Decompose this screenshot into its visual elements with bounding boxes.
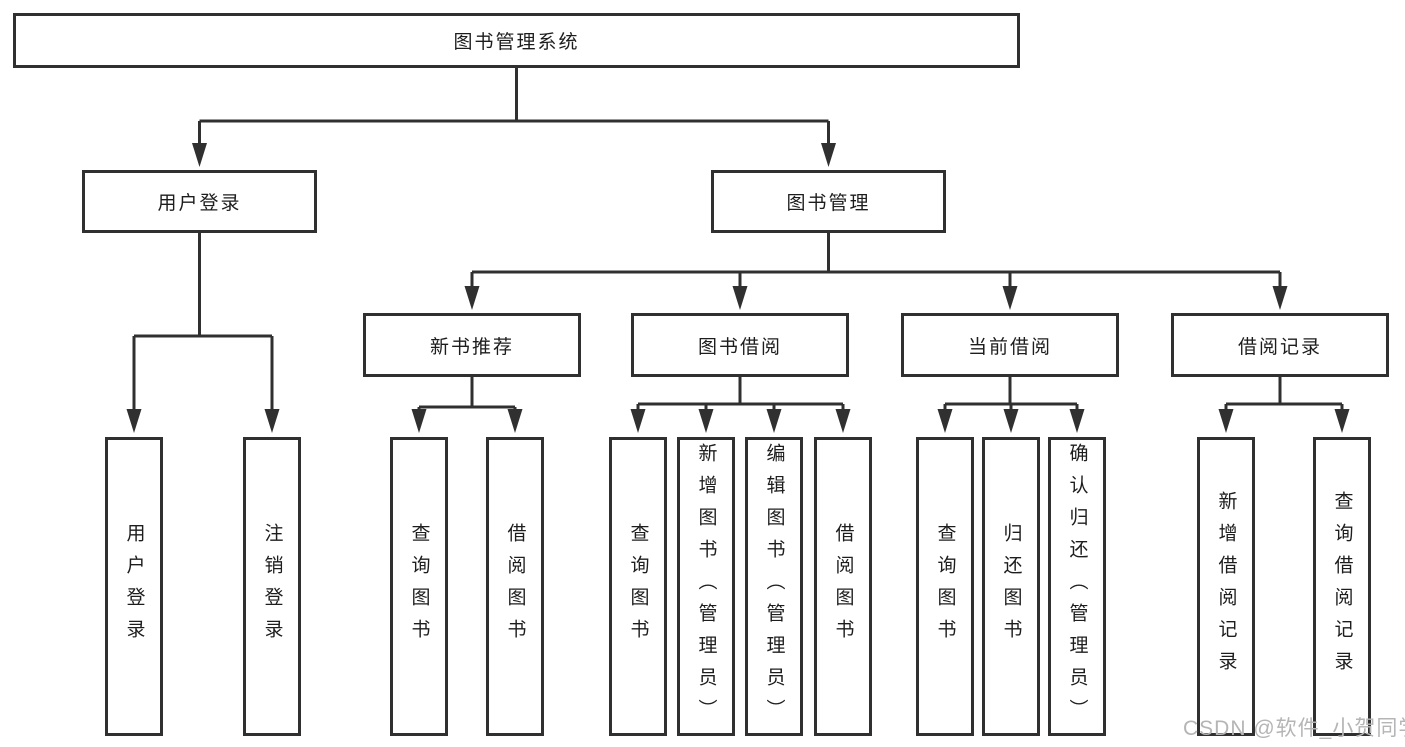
leaf-borrowing-query-books: 查询图书: [609, 437, 667, 736]
leaf-query-borrow-record: 查询借阅记录: [1313, 437, 1371, 736]
leaf-borrowing-borrow-books: 借阅图书: [814, 437, 872, 736]
leaf-confirm-return-admin-label: 确认归还（管理员）: [1066, 442, 1088, 731]
node-book-borrowing: 图书借阅: [631, 313, 849, 377]
node-root: 图书管理系统: [13, 13, 1020, 68]
node-book-management: 图书管理: [711, 170, 946, 233]
node-new-book-recommend: 新书推荐: [363, 313, 581, 377]
leaf-recommend-borrow-books: 借阅图书: [486, 437, 544, 736]
leaf-return-books: 归还图书: [982, 437, 1040, 736]
leaf-return-books-label: 归还图书: [1000, 522, 1022, 651]
leaf-user-login: 用户登录: [105, 437, 163, 736]
node-root-label: 图书管理系统: [453, 32, 580, 53]
node-current-borrowing: 当前借阅: [901, 313, 1119, 377]
csdn-watermark: CSDN @软件_小贺同学: [1183, 717, 1405, 740]
leaf-borrowing-query-books-label: 查询图书: [627, 522, 649, 651]
node-borrowing-records: 借阅记录: [1171, 313, 1389, 377]
leaf-logout-label: 注销登录: [261, 522, 283, 651]
node-user-login-label: 用户登录: [157, 193, 242, 214]
leaf-borrowing-borrow-books-label: 借阅图书: [832, 522, 854, 651]
leaf-user-login-label: 用户登录: [123, 522, 145, 651]
leaf-recommend-borrow-books-label: 借阅图书: [504, 522, 526, 651]
leaf-query-borrow-record-label: 查询借阅记录: [1331, 490, 1353, 683]
node-user-login: 用户登录: [82, 170, 317, 233]
node-borrowing-records-label: 借阅记录: [1237, 336, 1322, 358]
leaf-recommend-query-books-label: 查询图书: [408, 522, 430, 651]
node-new-book-recommend-label: 新书推荐: [429, 336, 514, 358]
leaf-confirm-return-admin: 确认归还（管理员）: [1048, 437, 1106, 736]
leaf-add-books-admin: 新增图书（管理员）: [677, 437, 735, 736]
leaf-edit-books-admin: 编辑图书（管理员）: [745, 437, 803, 736]
leaf-current-query-books: 查询图书: [916, 437, 974, 736]
leaf-current-query-books-label: 查询图书: [934, 522, 956, 651]
node-book-management-label: 图书管理: [786, 193, 871, 214]
node-current-borrowing-label: 当前借阅: [967, 336, 1052, 358]
leaf-logout: 注销登录: [243, 437, 301, 736]
leaf-add-borrow-record: 新增借阅记录: [1197, 437, 1255, 736]
leaf-recommend-query-books: 查询图书: [390, 437, 448, 736]
leaf-add-borrow-record-label: 新增借阅记录: [1215, 490, 1237, 683]
node-book-borrowing-label: 图书借阅: [697, 336, 782, 358]
leaf-add-books-admin-label: 新增图书（管理员）: [695, 442, 717, 731]
leaf-edit-books-admin-label: 编辑图书（管理员）: [763, 442, 785, 731]
